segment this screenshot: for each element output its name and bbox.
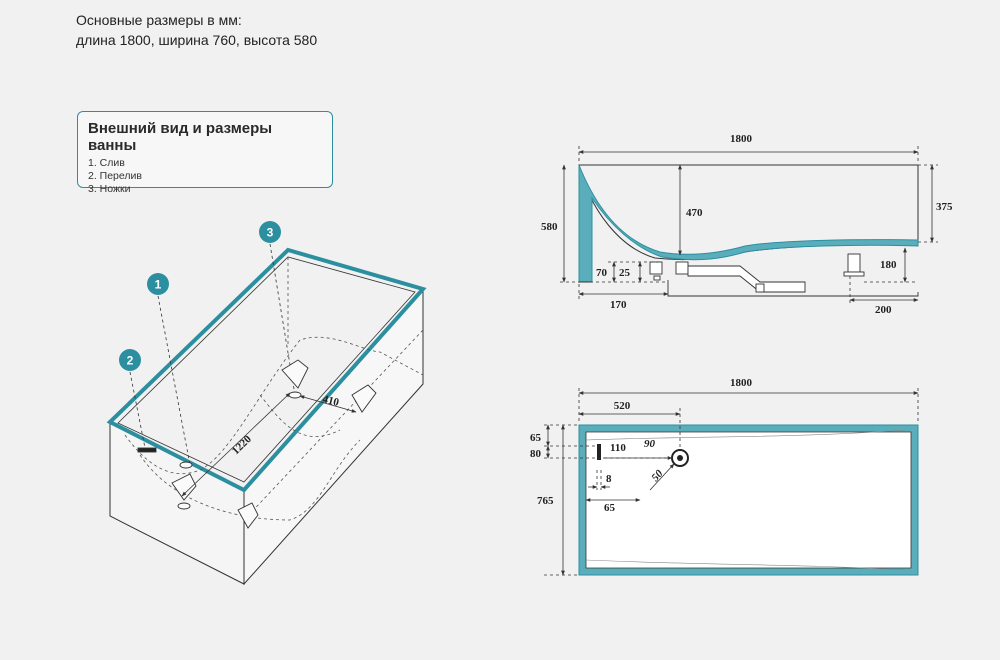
iso-dim-410: 410 (299, 393, 357, 413)
iso-drain-ring (288, 391, 302, 399)
marker-1: 1 (147, 273, 169, 295)
top-dim-765: 765 (537, 495, 554, 507)
header: Основные размеры в мм: длина 1800, ширин… (76, 10, 317, 50)
side-dim-180: 180 (880, 259, 897, 271)
top-overflow (597, 444, 601, 460)
side-drain-assembly (649, 253, 919, 297)
marker-1-label: 1 (155, 278, 162, 292)
iso-dim-1220-label: 1220 (230, 433, 255, 457)
side-dim-25: 25 (619, 267, 631, 279)
iso-foot-2 (351, 384, 377, 413)
marker-3-label: 3 (267, 226, 274, 240)
side-dim-470: 470 (686, 207, 703, 219)
iso-foot-4 (237, 502, 259, 529)
top-dim-8: 8 (606, 473, 612, 485)
top-basin (585, 431, 912, 569)
side-dim-580: 580 (541, 221, 558, 233)
top-dim-65b: 65 (604, 502, 616, 514)
side-dim-1800: 1800 (730, 133, 753, 145)
side-dim-70: 70 (596, 267, 608, 279)
iso-dim-410-label: 410 (321, 393, 340, 409)
legend-box: Внешний вид и размеры ванны 1. Слив 2. П… (77, 111, 333, 195)
top-view: 1800 520 65 80 765 110 90 50 8 65 (530, 377, 919, 576)
legend-title: Внешний вид и размеры ванны (88, 120, 273, 154)
iso-foot-1 (281, 359, 309, 389)
header-line-2: длина 1800, ширина 760, высота 580 (76, 32, 318, 48)
side-dim-170: 170 (610, 299, 627, 311)
header-line-1: Основные размеры в мм: (76, 12, 242, 28)
iso-overflow-mark (137, 447, 157, 453)
top-dim-65: 65 (530, 432, 542, 444)
side-dimension-lines (560, 146, 938, 306)
legend-item-feet: 3. Ножки (88, 183, 131, 195)
top-dim-520: 520 (614, 400, 631, 412)
top-dim-90: 90 (644, 438, 656, 450)
marker-3: 3 (259, 221, 281, 243)
side-dim-200: 200 (875, 304, 892, 316)
top-dim-80: 80 (530, 448, 542, 460)
marker-2-label: 2 (127, 354, 134, 368)
top-dim-110: 110 (610, 442, 626, 454)
legend-item-drain: 1. Слив (88, 157, 125, 169)
top-drain (671, 449, 689, 467)
side-wall-section (578, 164, 919, 283)
legend-item-overflow: 2. Перелив (88, 170, 142, 182)
top-dimension-lines (544, 388, 919, 576)
side-dim-375: 375 (936, 201, 953, 213)
top-dim-1800: 1800 (730, 377, 753, 389)
iso-bathtub-body (109, 249, 424, 586)
side-view: 1800 580 470 375 180 70 25 170 200 (541, 133, 953, 316)
iso-view: 1220 410 1 2 3 (106, 221, 427, 586)
marker-2: 2 (119, 349, 141, 371)
